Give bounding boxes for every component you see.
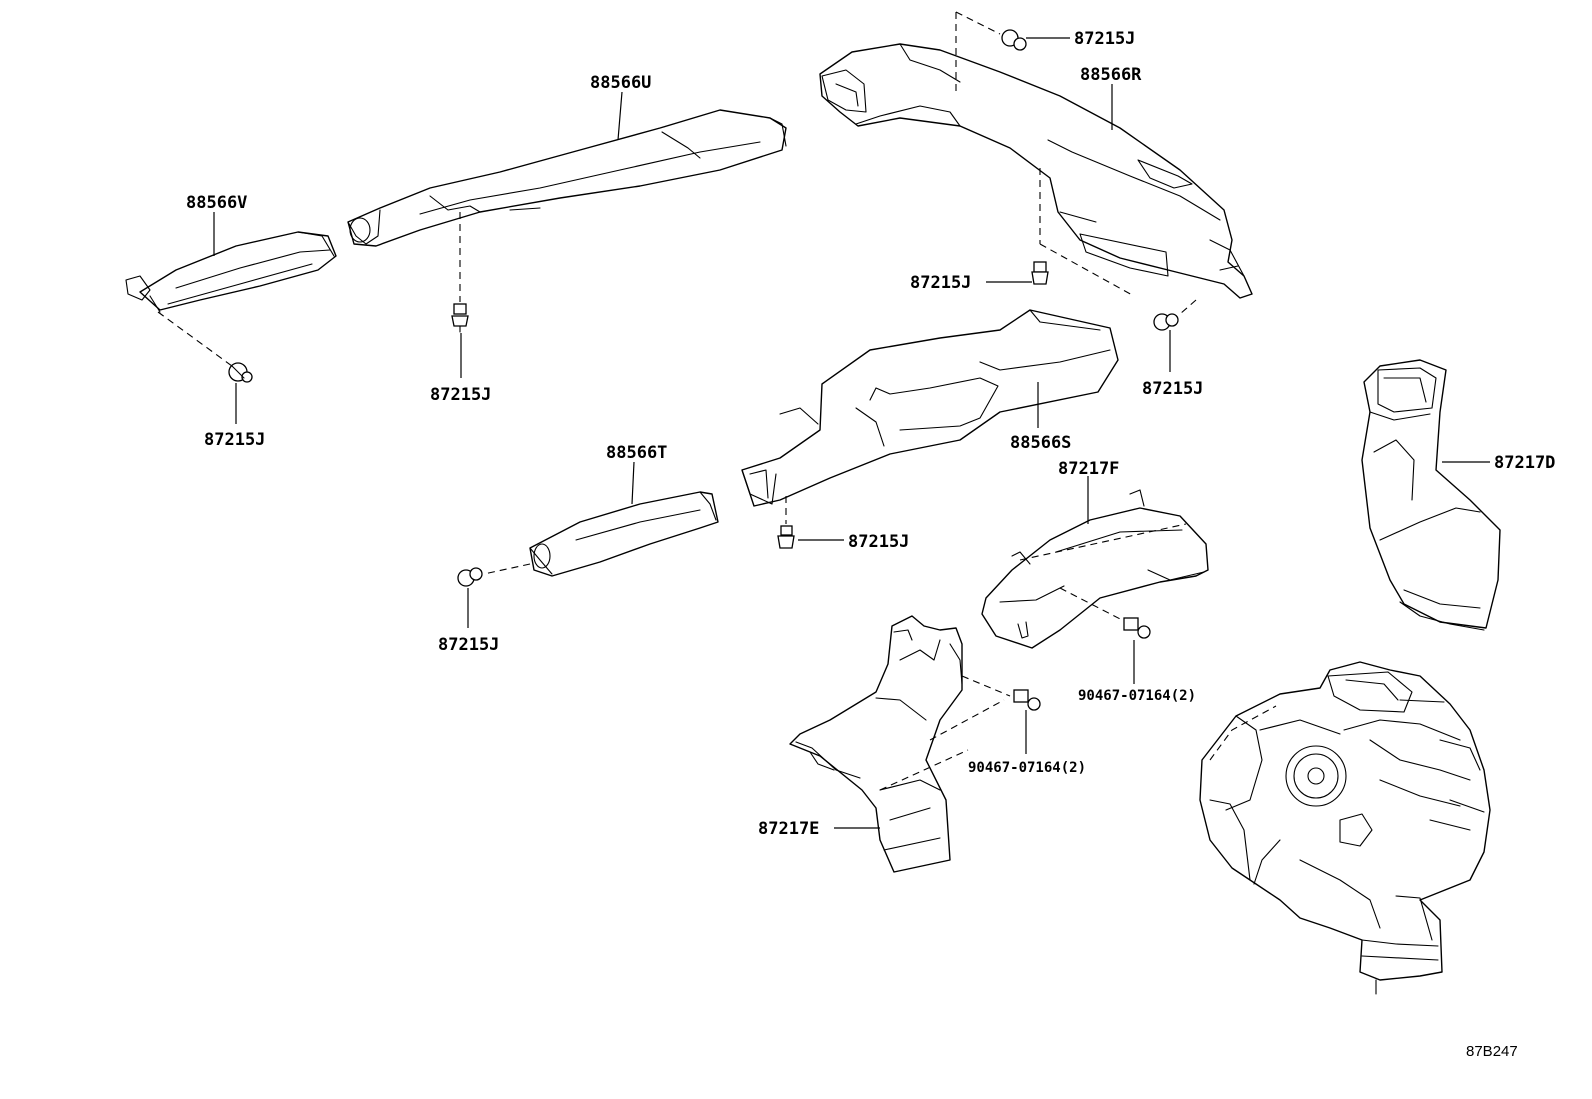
screw-90467-07164-a — [1123, 617, 1151, 639]
duct-88566U — [347, 109, 787, 247]
label-87215J-g: 87215J — [438, 635, 499, 655]
label-87215J-d: 87215J — [910, 273, 971, 293]
label-87215J-b: 87215J — [430, 385, 491, 405]
clip-87215J-c — [1001, 29, 1027, 51]
label-87217E: 87217E — [758, 819, 819, 839]
duct-88566R — [819, 43, 1253, 299]
duct-88566T — [529, 491, 719, 577]
diagram-code: 87B247 — [1466, 1043, 1518, 1060]
clip-87215J-d — [1031, 261, 1049, 285]
duct-88566S — [741, 309, 1119, 507]
leader-88566T — [631, 461, 635, 505]
label-88566V: 88566V — [186, 193, 247, 213]
label-87217D: 87217D — [1494, 453, 1555, 473]
label-88566R: 88566R — [1080, 65, 1142, 85]
screw-90467-07164-b — [1013, 689, 1041, 711]
label-87215J-a: 87215J — [204, 430, 265, 450]
label-90467-07164-b: 90467-07164(2) — [968, 760, 1086, 776]
duct-87217E — [789, 615, 963, 873]
clip-87215J-a — [228, 362, 253, 383]
label-87215J-f: 87215J — [848, 532, 909, 552]
label-87215J-e: 87215J — [1142, 379, 1203, 399]
clip-87215J-f — [777, 525, 795, 549]
duct-87217F — [981, 489, 1209, 649]
heater-blower-unit — [1199, 661, 1491, 995]
label-87217F: 87217F — [1058, 459, 1119, 479]
clip-87215J-g — [457, 567, 483, 587]
clip-87215J-e — [1153, 313, 1179, 331]
label-87215J-c: 87215J — [1074, 29, 1135, 49]
clip-87215J-b — [451, 303, 469, 333]
label-90467-07164-a: 90467-07164(2) — [1078, 688, 1196, 704]
dashline-88566V-clip — [157, 311, 233, 367]
duct-87217D — [1361, 359, 1501, 631]
label-88566S: 88566S — [1010, 433, 1071, 453]
leader-88566U — [617, 91, 623, 141]
label-88566U: 88566U — [590, 73, 651, 93]
label-88566T: 88566T — [606, 443, 667, 463]
duct-88566V — [125, 231, 337, 313]
